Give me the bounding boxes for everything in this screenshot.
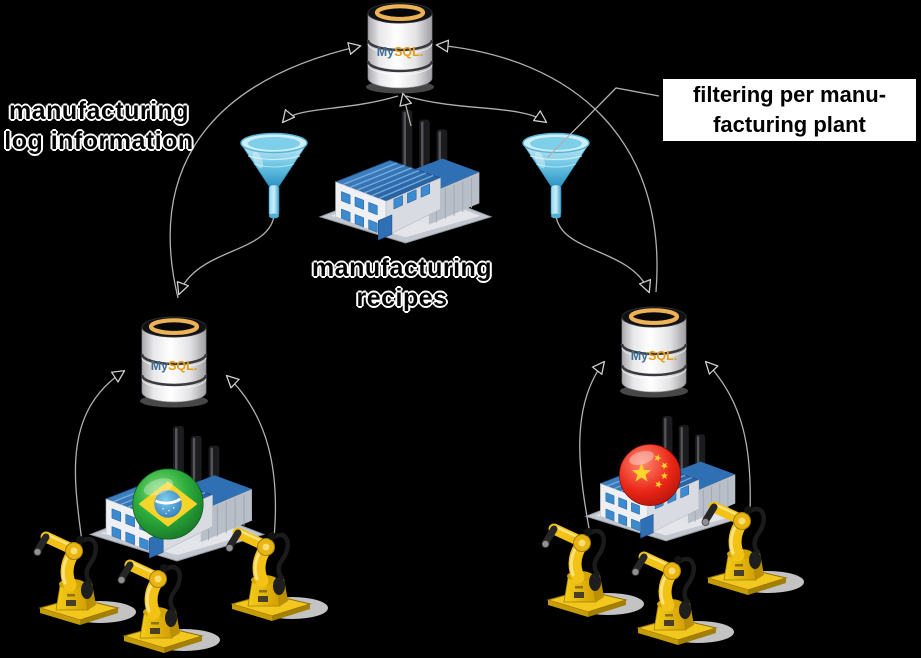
arrow-right-robot1-to-right-db — [579, 362, 604, 535]
arrow-right-robot3-to-right-db — [706, 362, 751, 513]
arrow-central-db-to-left-funnel — [283, 95, 399, 122]
manufacturing-log-label-line2: log information — [4, 127, 194, 155]
manufacturing-recipes-label: manufacturing recipes — [298, 253, 506, 313]
central-factory-icon — [319, 109, 492, 244]
filtering-note-box: filtering per manu- facturing plant — [660, 76, 919, 144]
right-robot-arm-2-icon — [632, 555, 734, 645]
manufacturing-recipes-label-line1: manufacturing — [311, 254, 493, 282]
manufacturing-log-label: manufacturing log information — [0, 96, 198, 156]
filtering-note-line2: facturing plant — [713, 112, 866, 137]
brazil-flag-globe-icon — [131, 467, 205, 541]
manufacturing-log-label-line1: manufacturing — [8, 97, 190, 125]
left-filter-funnel-icon — [240, 132, 308, 220]
note-pointer-line — [546, 87, 660, 159]
arrow-factory-to-central-db — [403, 94, 411, 127]
arrow-left-funnel-to-left-db — [179, 215, 275, 294]
right-filter-funnel-icon — [522, 132, 590, 220]
arrow-right-db-to-central-db — [437, 45, 658, 293]
filtering-note-line1: filtering per manu- — [692, 82, 887, 107]
arrow-right-funnel-to-right-db — [555, 215, 649, 292]
left-mysql-database-icon — [140, 317, 208, 408]
arrow-left-db-to-central-db — [169, 46, 360, 299]
arrow-left-robot3-to-left-db — [227, 376, 277, 539]
arrow-central-db-to-right-funnel — [405, 95, 546, 122]
right-mysql-database-icon — [620, 307, 688, 398]
right-robot-arm-1-icon — [542, 527, 644, 617]
china-flag-globe-icon — [619, 444, 680, 505]
left-robot-arm-3-icon — [226, 531, 328, 621]
arrow-left-robot1-to-left-db — [74, 371, 124, 543]
central-mysql-database-icon — [366, 3, 434, 94]
connection-arrows — [74, 45, 751, 543]
manufacturing-recipes-label-line2: recipes — [356, 284, 448, 312]
